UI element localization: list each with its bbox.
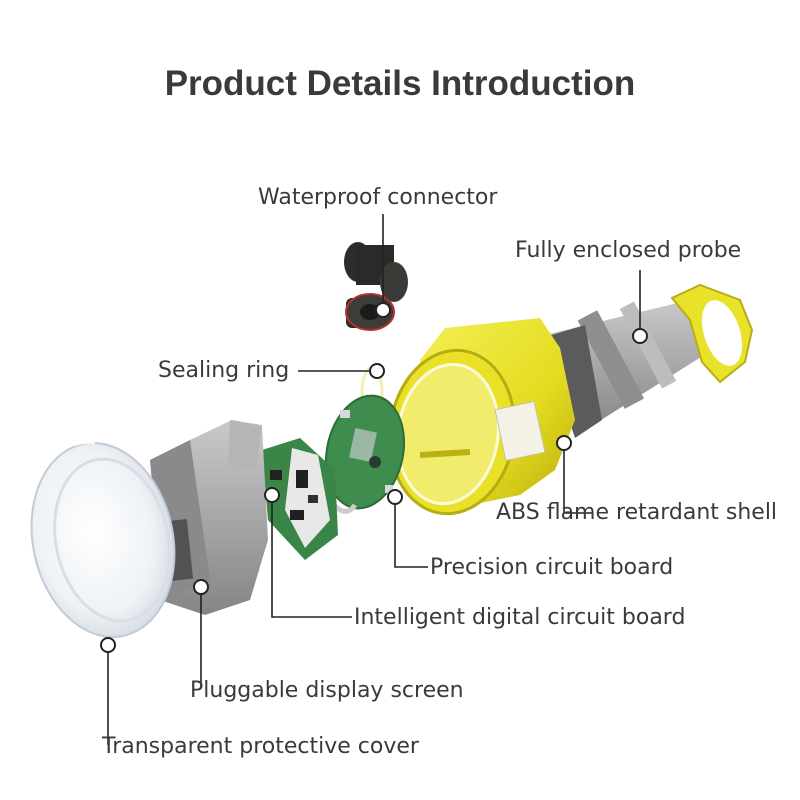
leader-precision-board: [394, 497, 428, 568]
label-precision-board: Precision circuit board: [430, 555, 674, 580]
marker-display-screen: [193, 579, 209, 595]
label-fully-enclosed-probe: Fully enclosed probe: [515, 238, 742, 263]
marker-protective-cover: [100, 637, 116, 653]
digital-board-part: [262, 438, 338, 560]
label-display-screen: Pluggable display screen: [190, 678, 464, 703]
probe-part: [542, 283, 754, 438]
precision-board-part: [324, 394, 406, 514]
marker-precision-board: [387, 489, 403, 505]
marker-fully-enclosed-probe: [632, 328, 648, 344]
label-waterproof-connector: Waterproof connector: [258, 185, 498, 210]
marker-digital-board: [264, 487, 280, 503]
page-title: Product Details Introduction: [164, 64, 636, 103]
yellow-nut: [670, 283, 754, 384]
label-sealing-ring: Sealing ring: [158, 358, 290, 383]
connector-part: [344, 242, 408, 331]
marker-sealing-ring: [369, 363, 385, 379]
marker-abs-shell: [556, 435, 572, 451]
abs-shell-part: [388, 318, 575, 516]
label-protective-cover: Transparent protective cover: [102, 734, 419, 759]
leader-lines: [107, 214, 641, 745]
leader-abs-shell: [563, 443, 592, 514]
label-abs-shell: ABS flame retardant shell: [496, 500, 778, 525]
marker-waterproof-connector: [375, 302, 391, 318]
leader-digital-board: [271, 495, 352, 618]
protective-cover-part: [30, 439, 176, 638]
label-digital-board: Intelligent digital circuit board: [354, 605, 686, 630]
